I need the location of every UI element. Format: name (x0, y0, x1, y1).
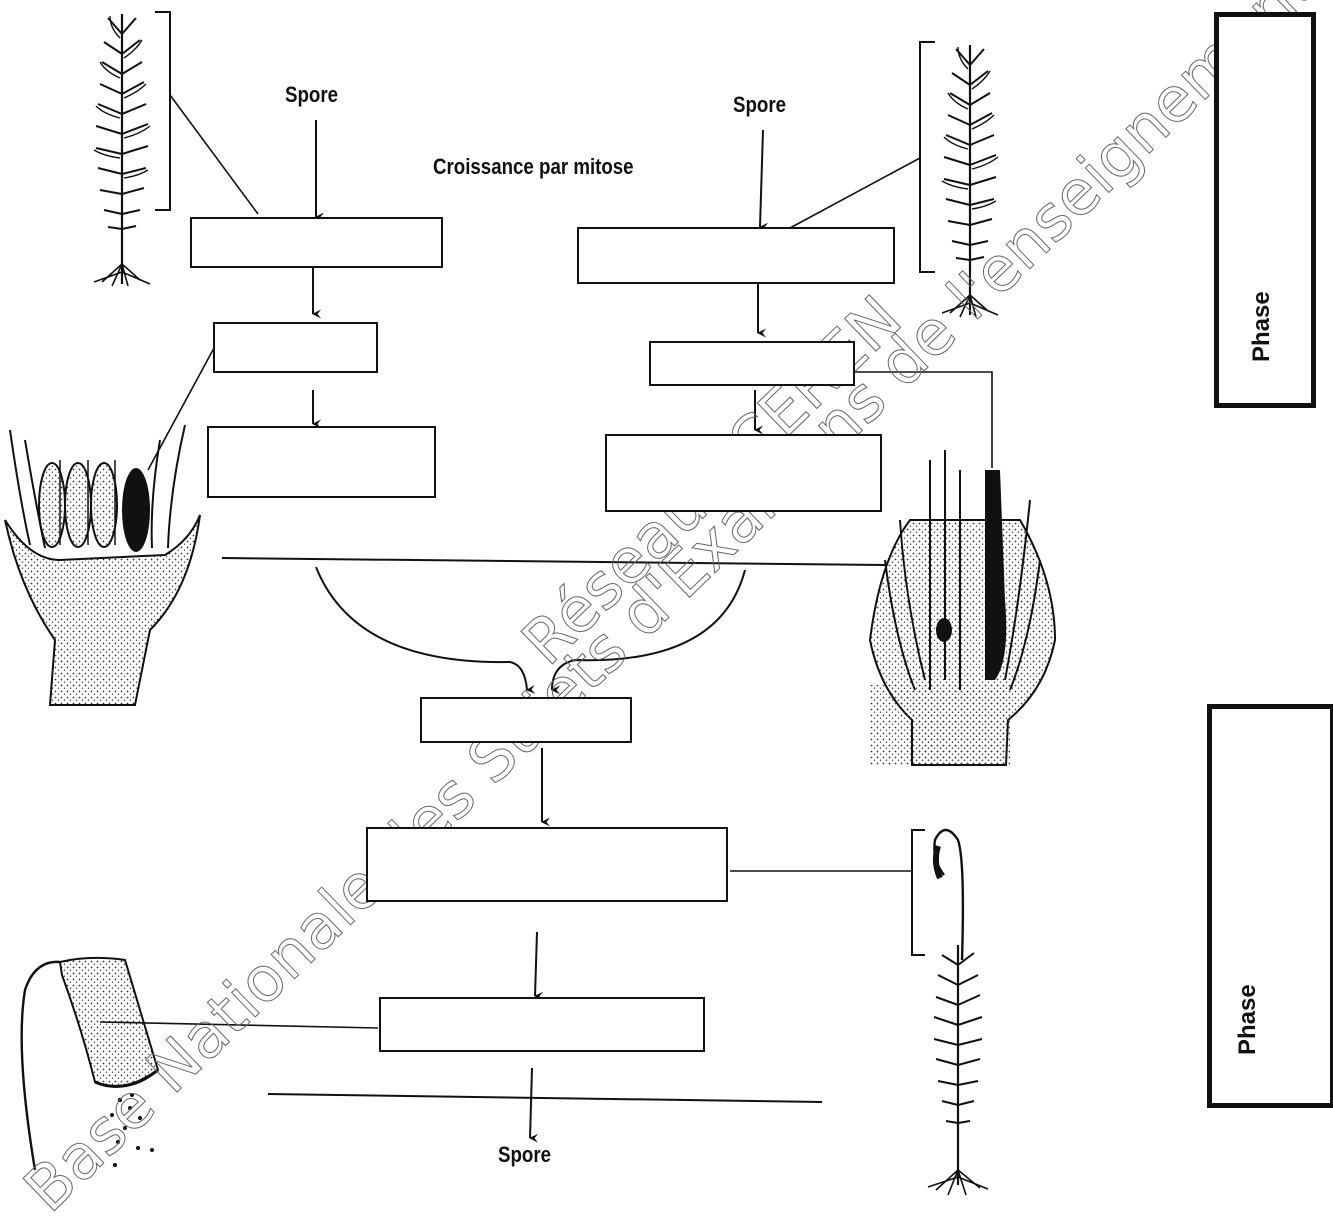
spore-label-left: Spore (285, 82, 338, 108)
arrow-center-3 (530, 1068, 532, 1138)
connector-left-plant (170, 95, 258, 214)
arrow-spore-right (760, 130, 763, 227)
answer-box-capsule[interactable] (379, 997, 705, 1052)
bracket-left-top (155, 12, 170, 210)
phase-box-bottom[interactable] (1207, 704, 1333, 1108)
spore-label-right: Spore (733, 92, 786, 118)
growth-label: Croissance par mitose (433, 154, 634, 180)
antheridia-illustration (5, 425, 200, 705)
phase-label-top: Phase (1248, 292, 1278, 362)
answer-box-left-3[interactable] (207, 426, 436, 498)
answer-box-left-1[interactable] (190, 217, 443, 268)
answer-box-right-1[interactable] (577, 227, 895, 284)
spore-label-bottom: Spore (498, 1142, 551, 1168)
male-gametophyte-plant (94, 14, 150, 286)
answer-box-sporophyte[interactable] (366, 827, 728, 902)
connector-antheridia (148, 348, 214, 470)
answer-box-right-3[interactable] (605, 434, 882, 512)
bracket-right-top (920, 42, 935, 272)
bracket-sporophyte (912, 830, 925, 955)
answer-box-fertilization[interactable] (420, 697, 632, 743)
answer-box-right-2[interactable] (649, 341, 855, 386)
answer-box-left-2[interactable] (213, 322, 378, 373)
connector-right-plant (790, 158, 920, 228)
sporophyte-plant (928, 830, 988, 1195)
phase-label-bottom: Phase (1234, 985, 1264, 1055)
curve-arrow-left (316, 567, 527, 690)
arrow-center-2 (535, 932, 537, 996)
phase-boundary-bottom (268, 1094, 822, 1102)
phase-boundary-top (222, 558, 885, 565)
archegonia-illustration (870, 450, 1055, 765)
